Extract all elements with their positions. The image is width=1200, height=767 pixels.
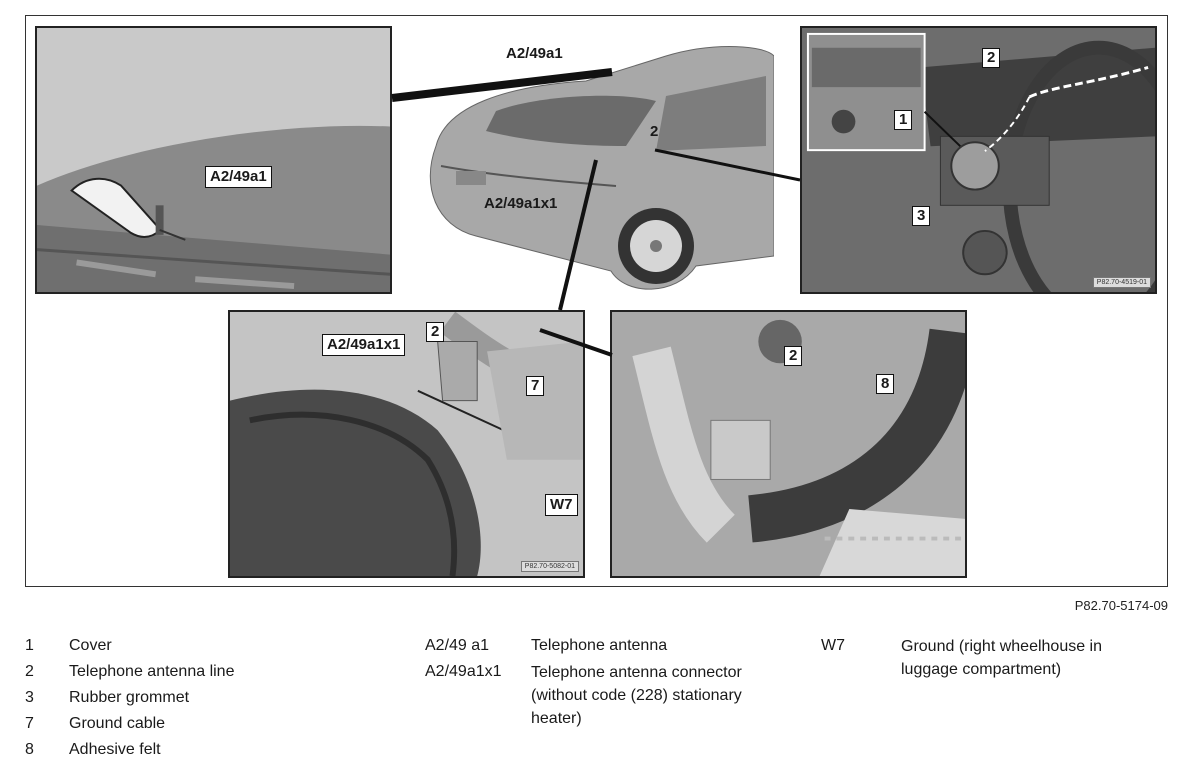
callout-line-cover: 2 bbox=[982, 48, 1001, 68]
legend-column-1: 1 Cover 2 Telephone antenna line 3 Rubber g… bbox=[25, 633, 385, 763]
legend-value: Cover bbox=[69, 637, 112, 654]
legend-value: Ground (right wheelhouse in luggage comp… bbox=[901, 638, 1103, 678]
callout-connector-wheel: A2/49a1x1 bbox=[322, 334, 406, 356]
callout-antenna-roof: A2/49a1 bbox=[205, 166, 272, 188]
callout-grommet: 3 bbox=[912, 206, 931, 226]
figure-frame bbox=[25, 15, 1168, 587]
legend-item: 2 Telephone antenna line bbox=[25, 659, 385, 685]
legend-key: 3 bbox=[25, 689, 34, 706]
legend-value: Ground cable bbox=[69, 715, 166, 732]
callout-ground-cable: 7 bbox=[526, 376, 545, 396]
legend-value: Telephone antenna connector (without cod… bbox=[531, 664, 742, 727]
wheelhouse-panel: A2/49a1x1 2 7 W7 P82.70-5082-01 bbox=[228, 310, 585, 578]
callout-connector-car: A2/49a1x1 bbox=[484, 195, 558, 212]
legend-item: 1 Cover bbox=[25, 633, 385, 659]
legend-item: W7 Ground (right wheelhouse in luggage co… bbox=[821, 633, 1161, 685]
callout-cover: 1 bbox=[894, 110, 913, 130]
legend-column-3: W7 Ground (right wheelhouse in luggage co… bbox=[821, 633, 1161, 685]
legend-value: Adhesive felt bbox=[69, 741, 161, 758]
legend-key: 8 bbox=[25, 741, 34, 758]
figure-reference: P82.70-5174-09 bbox=[1074, 598, 1168, 613]
legend-key: 7 bbox=[25, 715, 34, 732]
legend-value: Telephone antenna line bbox=[69, 663, 235, 680]
cover-grommet-panel: 1 2 3 P82.70-4519-01 bbox=[800, 26, 1157, 294]
photo-code-cover: P82.70-4519-01 bbox=[1092, 277, 1151, 288]
callout-line-wheel: 2 bbox=[426, 322, 445, 342]
callout-line-pipe: 2 bbox=[784, 346, 803, 366]
car-overview-panel: A2/49a1 2 A2/49a1x1 bbox=[416, 26, 774, 294]
roof-antenna-panel: A2/49a1 bbox=[35, 26, 392, 294]
photo-code-wheelhouse: P82.70-5082-01 bbox=[520, 561, 579, 572]
legend-item: A2/49a1x1 Telephone antenna connector (wi… bbox=[425, 659, 785, 737]
legend-item: 8 Adhesive felt bbox=[25, 737, 385, 763]
legend-key: 1 bbox=[25, 637, 34, 654]
legend-item: 7 Ground cable bbox=[25, 711, 385, 737]
legend-key: A2/49 a1 bbox=[425, 637, 490, 654]
legend-column-2: A2/49 a1 Telephone antenna A2/49a1x1 Telep… bbox=[425, 633, 785, 737]
callout-antenna-car: A2/49a1 bbox=[506, 45, 563, 62]
legend-value: Rubber grommet bbox=[69, 689, 190, 706]
callout-line-car: 2 bbox=[650, 123, 659, 140]
callout-ground-point: W7 bbox=[545, 494, 578, 516]
callout-felt: 8 bbox=[876, 374, 895, 394]
legend-item: 3 Rubber grommet bbox=[25, 685, 385, 711]
legend-key: W7 bbox=[821, 637, 845, 654]
legend-key: 2 bbox=[25, 663, 34, 680]
legend-value: Telephone antenna bbox=[531, 637, 668, 654]
pipe-felt-panel: 2 8 bbox=[610, 310, 967, 578]
legend-item: A2/49 a1 Telephone antenna bbox=[425, 633, 785, 659]
legend-key: A2/49a1x1 bbox=[425, 663, 502, 680]
